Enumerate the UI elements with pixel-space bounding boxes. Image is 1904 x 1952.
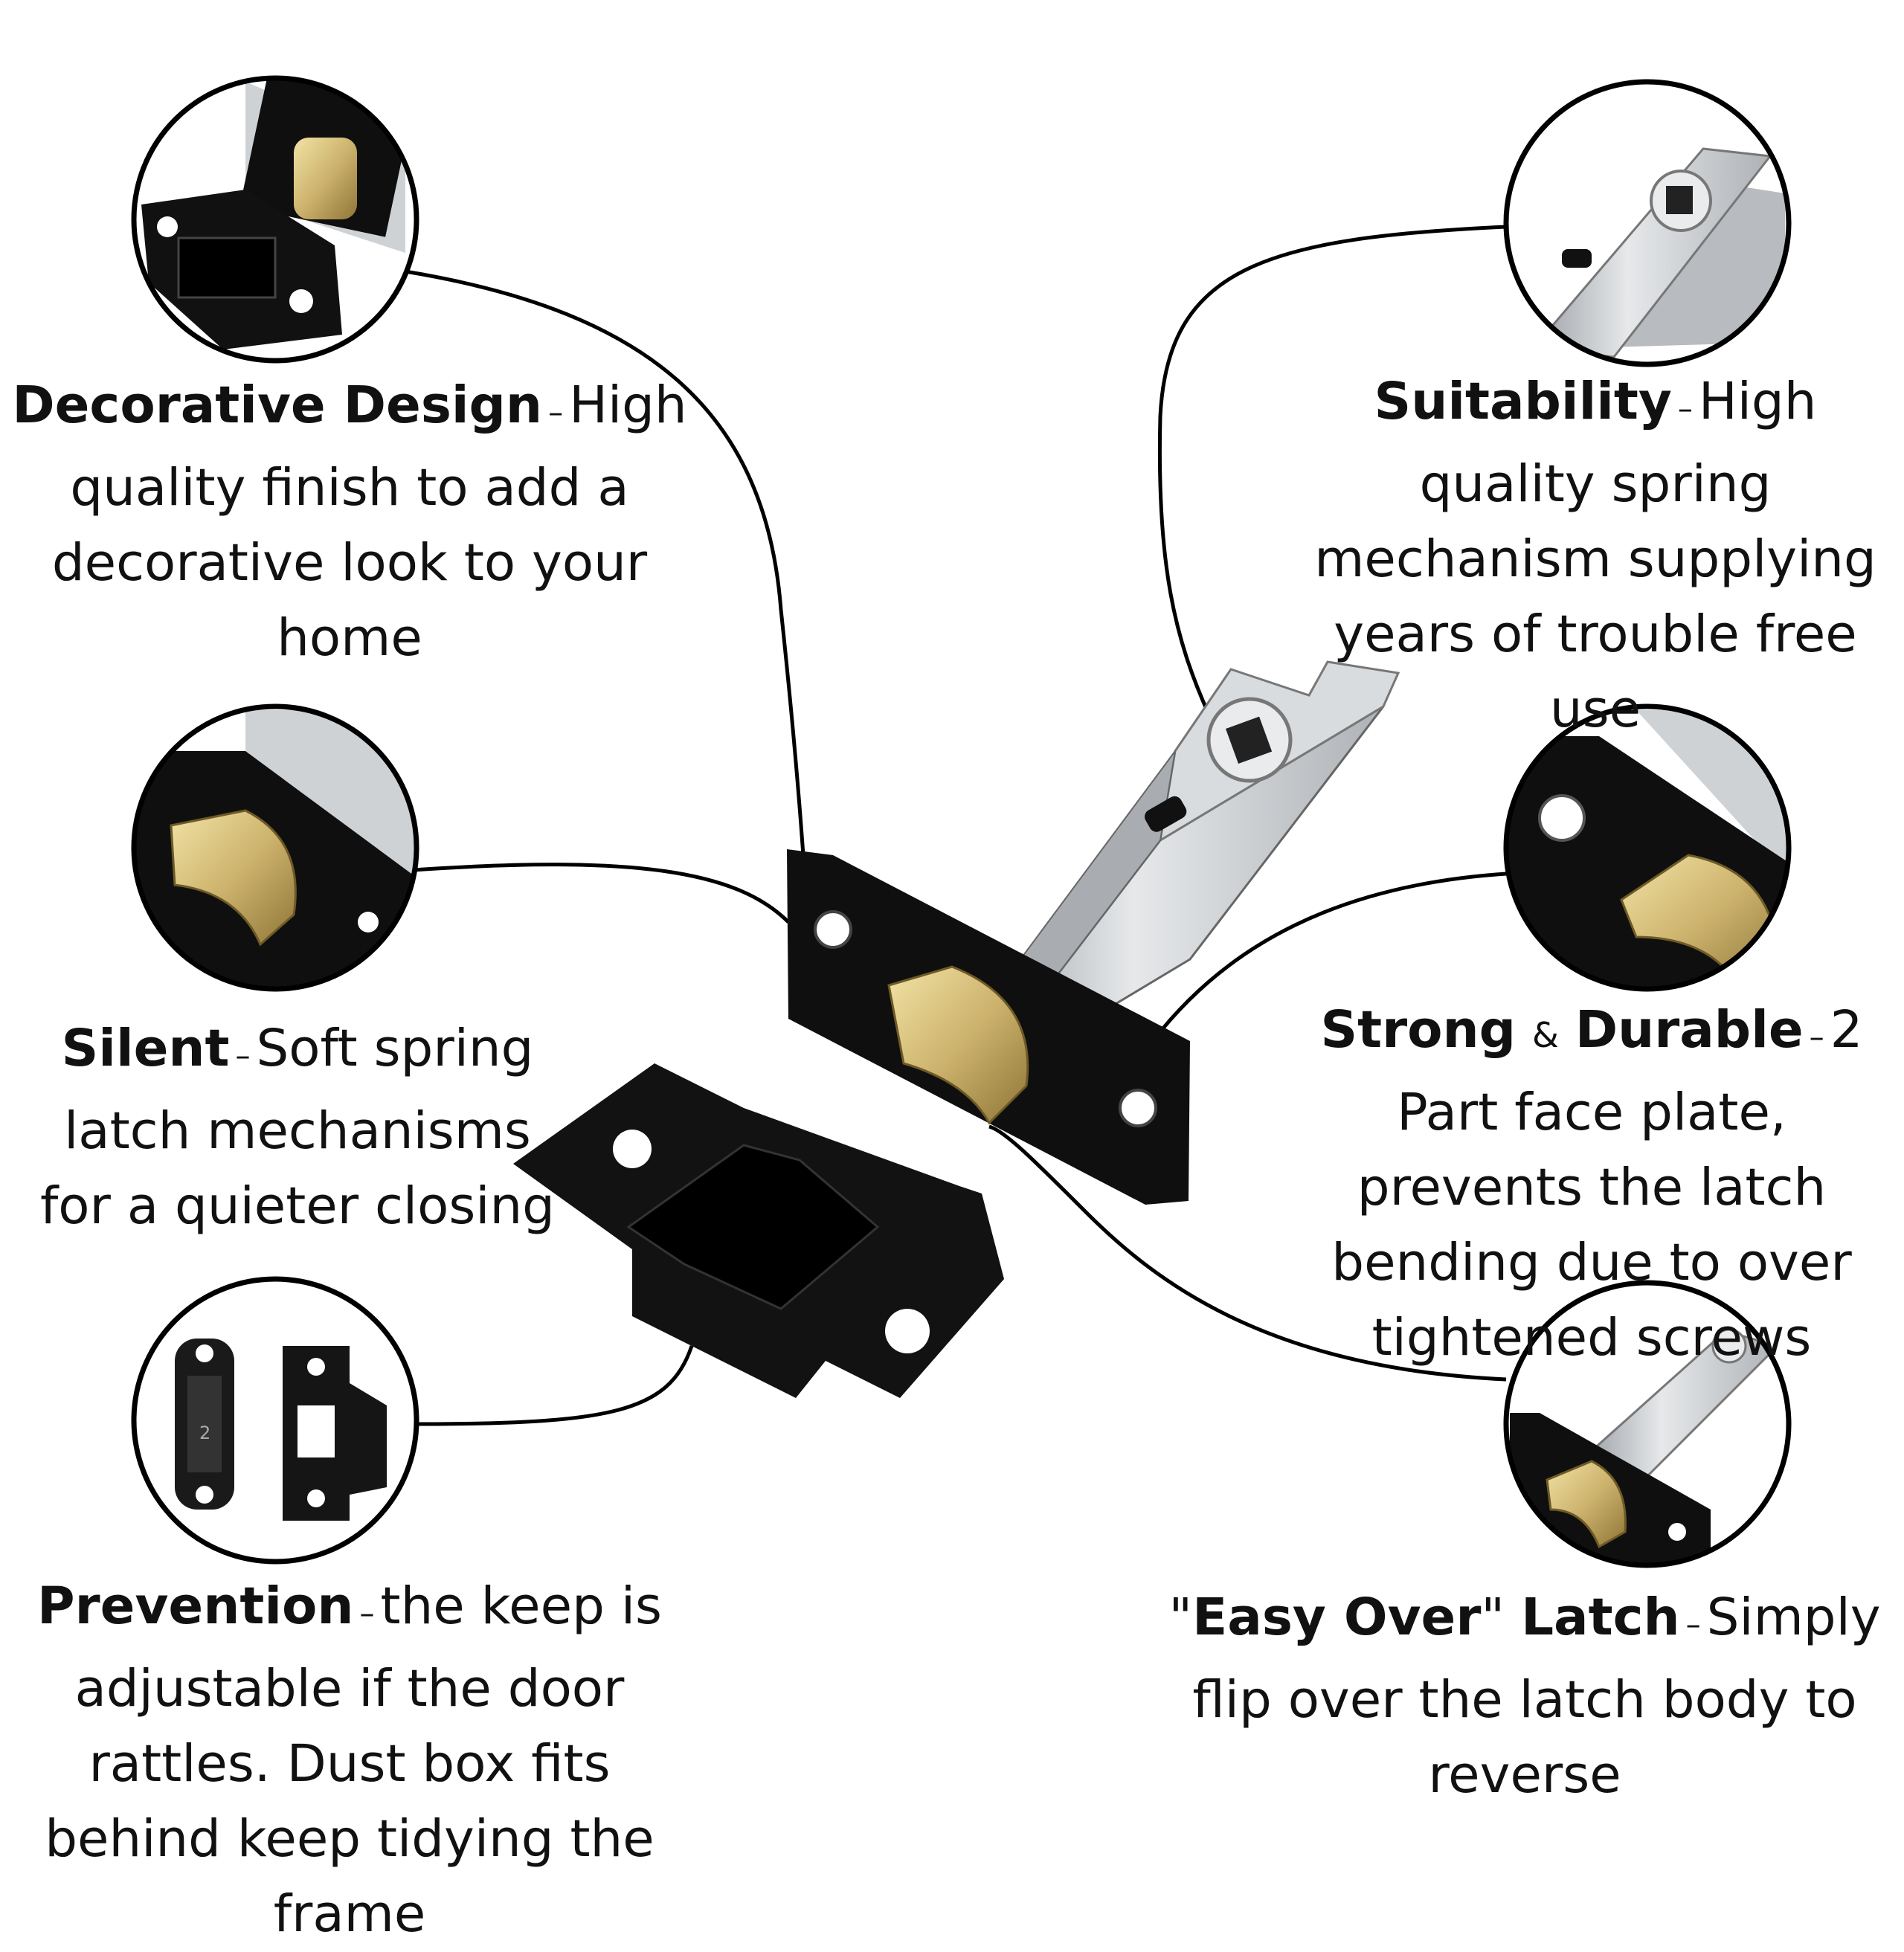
callout-prevention-title: Prevention: [37, 1576, 354, 1636]
connector-suitability: [1157, 225, 1507, 715]
detail-circle-silent: [131, 703, 419, 992]
callout-strong-title-a: Strong: [1320, 1000, 1517, 1060]
connector-decorative: [405, 269, 805, 856]
callout-decorative-title: Decorative Design: [12, 376, 543, 435]
callout-suitability-title: Suitability: [1374, 372, 1672, 431]
callout-silent-dash: –: [235, 1039, 251, 1073]
callout-silent-title: Silent: [61, 1019, 230, 1078]
callout-silent: Silent–Soft spring latch mechanisms for …: [30, 1011, 565, 1244]
callout-prevention: Prevention–the keep is adjustable if the…: [0, 1569, 699, 1952]
callout-decorative: Decorative Design–High quality finish to…: [0, 368, 699, 676]
callout-easyover-title-a: Easy Over: [1192, 1588, 1482, 1647]
callout-prevention-dash: –: [359, 1597, 375, 1631]
callout-suitability-text: High quality spring mechanism supplying …: [1314, 372, 1876, 739]
strike-plate: [513, 1063, 1004, 1398]
product-illustration: 2: [131, 75, 1792, 1568]
callout-suitability-dash: –: [1677, 392, 1693, 426]
connector-lines: [405, 225, 1507, 1426]
callout-prevention-text: the keep is adjustable if the door rattl…: [45, 1576, 662, 1944]
callout-strong-dash: –: [1809, 1020, 1824, 1054]
callout-strong-amp: &: [1532, 1015, 1559, 1055]
detail-circle-strong: [1503, 703, 1792, 992]
callout-strong-title-b: Durable: [1575, 1000, 1804, 1060]
callout-easyover-dash: –: [1685, 1608, 1701, 1642]
callout-easyover-quote-open: ": [1168, 1588, 1193, 1647]
callout-strong-text: 2 Part face plate, prevents the latch be…: [1331, 1000, 1863, 1368]
callout-easyover-title-b: Latch: [1521, 1588, 1680, 1647]
tubular-latch: [787, 660, 1400, 1205]
detail-circle-easyover: [1503, 1280, 1792, 1568]
callout-easyover-quote-close: ": [1481, 1588, 1505, 1647]
connector-prevention: [412, 1345, 694, 1426]
callout-suitability: Suitability–High quality spring mechanis…: [1287, 364, 1904, 747]
connector-strong: [1151, 872, 1507, 1043]
callout-easyover: "Easy Over" Latch–Simply flip over the l…: [1160, 1580, 1889, 1813]
dust-box-marking: 2: [199, 1423, 210, 1443]
callout-decorative-dash: –: [548, 396, 564, 430]
callout-silent-text: Soft spring latch mechanisms for a quiet…: [40, 1019, 555, 1236]
connector-easyover: [988, 1124, 1507, 1382]
callout-easyover-text: Simply flip over the latch body to rever…: [1192, 1588, 1881, 1805]
detail-circle-prevention: 2: [131, 1276, 419, 1565]
detail-circle-suitability: [1503, 79, 1792, 367]
callout-decorative-text: High quality finish to add a decorative …: [51, 376, 687, 668]
connector-silent: [412, 863, 790, 924]
callout-strong: Strong & Durable–2 Part face plate, prev…: [1279, 993, 1904, 1376]
detail-circle-decorative: [131, 75, 419, 364]
